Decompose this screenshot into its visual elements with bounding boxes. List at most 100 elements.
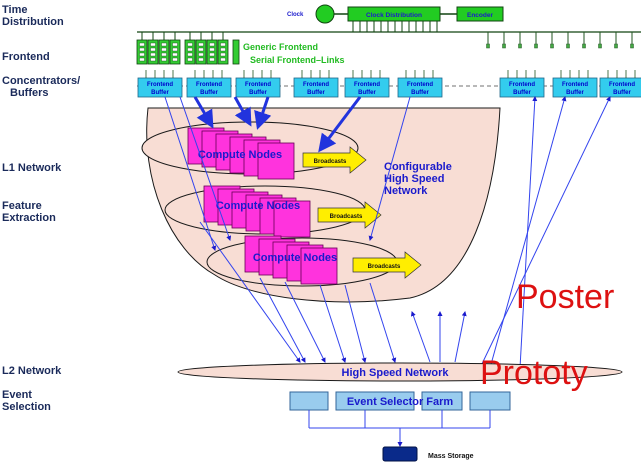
frontend-module-pin [187, 52, 193, 57]
high-speed-network-label: High Speed Network [342, 367, 450, 379]
bus-pin [566, 43, 570, 49]
frontend-module-pin [172, 47, 178, 52]
broadcast-arrows: Broadcasts Broadcasts Broadcasts [302, 146, 422, 279]
frontend-module [147, 39, 159, 65]
frontend-module-pin [198, 47, 204, 52]
frontend-module-pin [161, 52, 167, 57]
broadcast-arrow-1 [302, 146, 367, 174]
label-event: Event [2, 389, 32, 401]
mass-storage-label: Mass Storage [428, 453, 474, 460]
bus-pin [598, 43, 602, 49]
frontend-module-pin [139, 47, 145, 52]
generic-frontend-label: Generic Frontend [243, 42, 318, 52]
event-selector-label: Event Selector Farm [347, 396, 454, 408]
frontend-module-pin [172, 57, 178, 62]
buffer-label-line-2: Buffer [200, 90, 218, 96]
compute-node [257, 142, 295, 180]
buffer-label-line-1: Frontend [245, 82, 271, 88]
mass-storage-icon [382, 446, 418, 462]
frontend-module-pin [198, 42, 204, 47]
frontend-module-pin [220, 57, 226, 62]
frontend-module-pin [220, 47, 226, 52]
frontend-buffer-box [344, 77, 390, 98]
frontend-module-pin [209, 57, 215, 62]
frontend-buffer-box [235, 77, 281, 98]
frontend-buffer-box [499, 77, 545, 98]
broadcast-label-2: Broadcasts [330, 214, 363, 220]
bus-pin [534, 43, 538, 49]
farm-to-storage-lines [308, 410, 491, 447]
thin-connection-lines [164, 96, 611, 369]
frontend-module-edge [232, 39, 240, 65]
frontend-module-pin [187, 47, 193, 52]
broadcast-label-3: Broadcasts [368, 264, 401, 270]
frontend-buffer-box [552, 77, 598, 98]
compute-node [273, 200, 311, 238]
label-frontend: Frontend [2, 51, 50, 63]
frontend-module-pin [150, 57, 156, 62]
buffer-label-line-2: Buffer [613, 90, 631, 96]
buffer-label-line-1: Frontend [509, 82, 535, 88]
buffer-label-line-2: Buffer [358, 90, 376, 96]
frontend-module-pin [198, 52, 204, 57]
compute-nodes-feature [203, 185, 311, 238]
buffer-label-line-1: Frontend [407, 82, 433, 88]
configurable-line-3: Network [384, 185, 428, 197]
overlay-poster: Poster [516, 278, 614, 316]
frontend-module-pin [172, 42, 178, 47]
encoder-label: Encoder [467, 12, 493, 19]
frontend-module [158, 39, 170, 65]
label-l2-network: L2 Network [2, 365, 62, 377]
frontend-buffer-box [397, 77, 443, 98]
frontend-module-pin [209, 47, 215, 52]
frontend-module-pin [161, 57, 167, 62]
configurable-line-1: Configurable [384, 161, 452, 173]
row-labels: Time Distribution Frontend Concentrators… [2, 4, 80, 413]
buffer-label-line-2: Buffer [307, 90, 325, 96]
configurable-line-2: High Speed [384, 173, 445, 185]
frontend-modules [136, 32, 240, 65]
buffer-label-line-2: Buffer [411, 90, 429, 96]
frontend-module [206, 39, 218, 65]
frontend-module-pin [198, 57, 204, 62]
clock-icon [315, 4, 335, 24]
farm-box-1 [289, 391, 329, 411]
bus-pin [582, 43, 586, 49]
label-l1-network: L1 Network [2, 162, 62, 174]
encoder-box [456, 6, 504, 22]
compute-nodes-l3 [244, 235, 338, 285]
label-buffers: Buffers [10, 87, 49, 99]
frontend-module-pin [161, 47, 167, 52]
farm-box-2 [335, 391, 415, 411]
broadcast-label-1: Broadcasts [314, 159, 347, 165]
label-distribution: Distribution [2, 16, 64, 28]
frontend-module [169, 39, 181, 65]
frontend-module-pin [220, 42, 226, 47]
serial-links-label: Serial Frontend–Links [250, 55, 345, 65]
frontend-module-pin [150, 42, 156, 47]
overlay-prototy: Prototy [480, 354, 588, 392]
frontend-module-pin [187, 42, 193, 47]
bus-pin [614, 43, 618, 49]
compute-nodes-l1 [187, 127, 295, 180]
buffer-label-line-2: Buffer [513, 90, 531, 96]
frontend-module-pin [220, 52, 226, 57]
label-extraction: Extraction [2, 212, 56, 224]
label-concentrators: Concentrators/ [2, 75, 80, 87]
thick-input-arrows [193, 96, 362, 153]
clock-label: Clock [287, 12, 304, 18]
buffer-label-line-2: Buffer [566, 90, 584, 96]
frontend-module-pin [139, 42, 145, 47]
label-time: Time [2, 4, 27, 16]
buffer-label-line-1: Frontend [303, 82, 329, 88]
frontend-module-pin [139, 57, 145, 62]
bus-pin [486, 43, 490, 49]
frontend-module [184, 39, 196, 65]
event-selector-farm: Event Selector Farm [289, 391, 511, 411]
buffer-label-line-1: Frontend [196, 82, 222, 88]
frontend-buffer-box [599, 77, 641, 98]
clock-row: Clock Clock Distribution Encoder [137, 4, 641, 49]
frontend-module-pin [209, 42, 215, 47]
